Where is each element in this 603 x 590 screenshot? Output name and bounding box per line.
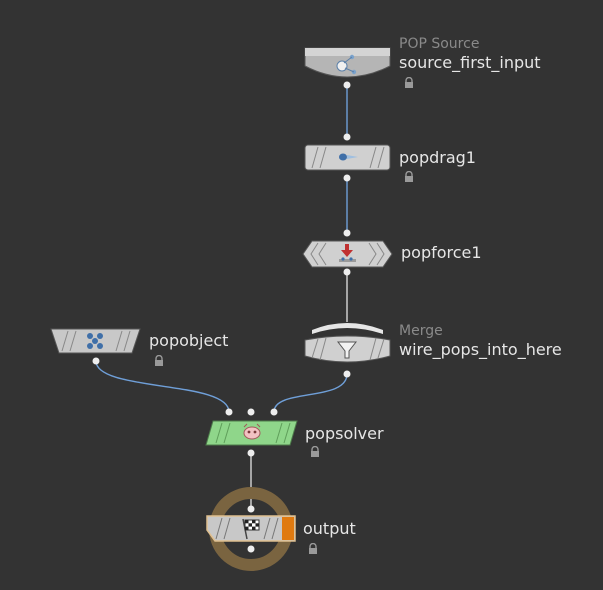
node-name-label[interactable]: popdrag1 (399, 148, 476, 167)
input-port[interactable] (343, 133, 351, 141)
input-port[interactable] (247, 505, 255, 513)
input-port-2[interactable] (247, 408, 255, 416)
node-output[interactable] (206, 487, 296, 571)
output-port[interactable] (343, 81, 351, 89)
output-port[interactable] (343, 268, 351, 276)
pop-source-icon (336, 54, 357, 75)
checkered-flag-icon (242, 518, 260, 540)
output-port[interactable] (343, 370, 351, 378)
node-type-label: Merge (399, 323, 443, 339)
node-stripes (310, 242, 385, 266)
input-port-1[interactable] (225, 408, 233, 416)
lock-icon[interactable] (309, 446, 321, 458)
lock-icon[interactable] (403, 171, 415, 183)
lock-icon[interactable] (403, 77, 415, 89)
node-body-shading (305, 48, 390, 56)
lock-icon[interactable] (307, 543, 319, 555)
input-port[interactable] (343, 229, 351, 237)
node-name-label[interactable]: output (303, 519, 356, 538)
node-type-label: POP Source (399, 36, 480, 52)
solver-icon (243, 423, 261, 440)
node-stripes (61, 330, 131, 352)
input-port-3[interactable] (270, 408, 278, 416)
output-port[interactable] (247, 449, 255, 457)
node-name-label[interactable]: wire_pops_into_here (399, 340, 562, 359)
node-merge[interactable] (304, 323, 391, 378)
wire-popobject-popsolver[interactable] (95, 360, 230, 413)
node-name-label[interactable]: popobject (149, 331, 229, 350)
node-name-label[interactable]: source_first_input (399, 53, 541, 72)
node-stripes (215, 422, 291, 444)
drag-icon (339, 153, 358, 161)
particles-icon (87, 333, 103, 349)
wires (95, 85, 348, 509)
node-popforce1[interactable] (302, 229, 393, 276)
wire-merge-popsolver[interactable] (273, 373, 348, 413)
force-arrow-icon (339, 244, 356, 262)
output-port[interactable] (92, 357, 100, 365)
node-source-first-input[interactable] (304, 47, 391, 89)
node-stripes (311, 337, 385, 361)
node-popdrag1[interactable] (304, 133, 391, 182)
merge-input-bar[interactable] (312, 323, 383, 334)
node-name-label[interactable]: popforce1 (401, 243, 482, 262)
node-stripes (311, 146, 385, 169)
funnel-icon (336, 341, 358, 359)
output-port[interactable] (247, 545, 255, 553)
node-name-label[interactable]: popsolver (305, 424, 384, 443)
output-port[interactable] (343, 174, 351, 182)
display-flag[interactable] (282, 517, 294, 540)
node-popsolver[interactable] (205, 408, 298, 457)
node-stripes (215, 517, 279, 540)
node-popobject[interactable] (50, 328, 141, 365)
lock-icon[interactable] (153, 355, 165, 367)
